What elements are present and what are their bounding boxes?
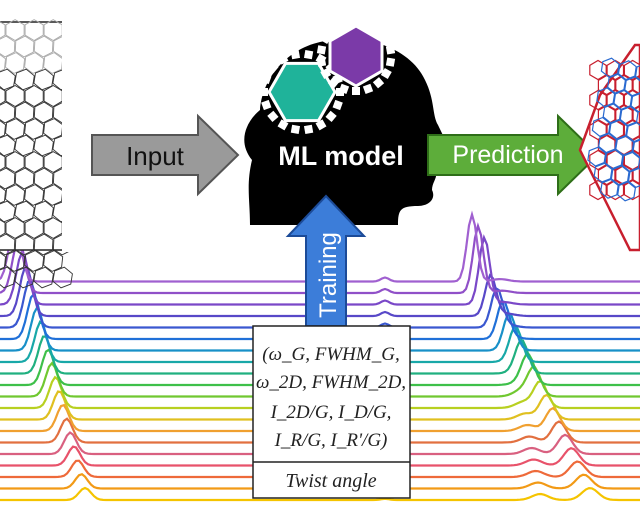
feature-line-3: I_2D/G, I_D/G, — [270, 402, 392, 423]
ml-model-label: ML model — [278, 141, 404, 171]
feature-line-2: ω_2D, FWHM_2D, — [256, 372, 406, 393]
prediction-arrow: Prediction — [427, 113, 600, 197]
output-twisted-lattice-image — [578, 43, 640, 252]
teal-gear-icon — [260, 49, 344, 135]
twist-angle-label: Twist angle — [285, 470, 376, 492]
input-arrow: Input — [91, 113, 240, 197]
training-arrow-label: Training — [315, 232, 342, 318]
input-lattice-image — [0, 19, 74, 289]
input-arrow-label: Input — [126, 141, 185, 171]
ml-model-head: ML model — [244, 17, 448, 225]
prediction-arrow-label: Prediction — [452, 141, 563, 169]
feature-box: (ω_G, FWHM_G, ω_2D, FWHM_2D, I_2D/G, I_D… — [252, 325, 411, 499]
spectrum-trace — [0, 486, 640, 502]
training-arrow: Training — [285, 194, 367, 327]
feature-line-1: (ω_G, FWHM_G, — [262, 344, 399, 365]
purple-gear-icon — [316, 17, 396, 95]
feature-line-4: I_R/G, I_R'/G) — [274, 430, 388, 451]
